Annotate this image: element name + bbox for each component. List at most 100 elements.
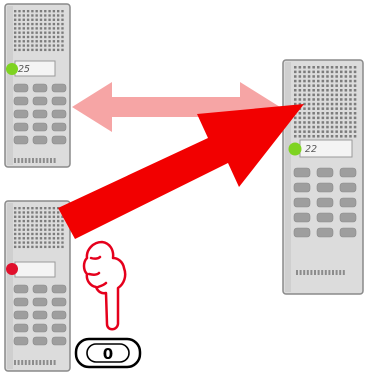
grille-hole <box>57 10 59 12</box>
mic-slot-line <box>32 360 34 365</box>
grille-hole <box>44 211 46 213</box>
grille-hole <box>345 135 348 138</box>
mic-slot-line <box>325 270 327 275</box>
keypad-key <box>294 198 310 207</box>
grille-hole <box>61 241 63 243</box>
grille-hole <box>23 40 25 42</box>
grille-hole <box>335 89 338 92</box>
grille-hole <box>354 89 357 92</box>
grille-hole <box>23 14 25 16</box>
grille-hole <box>61 14 63 16</box>
grille-hole <box>27 246 29 248</box>
grille-hole <box>322 80 325 83</box>
grille-hole <box>31 237 33 239</box>
grille-hole <box>345 107 348 110</box>
grille-hole <box>31 36 33 38</box>
grille-hole <box>326 80 329 83</box>
grille-hole <box>345 98 348 101</box>
keypad-key <box>294 183 310 192</box>
grille-hole <box>18 44 20 46</box>
grille-hole <box>312 121 315 124</box>
grille-hole <box>23 216 25 218</box>
mic-slot-line <box>54 360 56 365</box>
grille-hole <box>317 103 320 106</box>
grille-hole <box>36 229 38 231</box>
mic-slot-line <box>39 158 41 163</box>
grille-hole <box>14 14 16 16</box>
grille-hole <box>299 84 302 87</box>
keypad-key <box>33 97 47 105</box>
grille-hole <box>303 80 306 83</box>
grille-hole <box>322 89 325 92</box>
grille-hole <box>317 71 320 74</box>
grille-hole <box>294 71 297 74</box>
grille-hole <box>345 126 348 129</box>
grille-hole <box>61 32 63 34</box>
grille-hole <box>326 112 329 115</box>
mic-slot-line <box>318 270 320 275</box>
grille-hole <box>354 66 357 69</box>
grille-hole <box>36 44 38 46</box>
grille-hole <box>326 89 329 92</box>
grille-hole <box>331 89 334 92</box>
keypad-key <box>14 123 28 131</box>
key-label: 0 <box>103 345 113 363</box>
grille-hole <box>299 75 302 78</box>
mic-slot-line <box>314 270 316 275</box>
keypad-key <box>52 84 66 92</box>
grille-hole <box>354 126 357 129</box>
grille-hole <box>312 103 315 106</box>
grille-hole <box>335 117 338 120</box>
grille-hole <box>61 237 63 239</box>
grille-hole <box>322 130 325 133</box>
grille-hole <box>36 23 38 25</box>
pointing-hand-icon <box>84 242 125 329</box>
grille-hole <box>354 71 357 74</box>
keypad-key <box>33 110 47 118</box>
grille-hole <box>326 107 329 110</box>
mic-slot-line <box>25 360 27 365</box>
grille-hole <box>36 241 38 243</box>
grille-hole <box>322 117 325 120</box>
grille-hole <box>36 32 38 34</box>
grille-hole <box>299 80 302 83</box>
grille-hole <box>36 211 38 213</box>
grille-hole <box>44 237 46 239</box>
grille-hole <box>354 130 357 133</box>
grille-hole <box>335 130 338 133</box>
grille-hole <box>23 32 25 34</box>
grille-hole <box>317 126 320 129</box>
grille-hole <box>294 94 297 97</box>
grille-hole <box>40 27 42 29</box>
grille-hole <box>303 71 306 74</box>
grille-hole <box>61 27 63 29</box>
display-readout: 25 <box>18 64 30 75</box>
grille-hole <box>36 207 38 209</box>
grille-hole <box>14 241 16 243</box>
grille-hole <box>308 107 311 110</box>
grille-hole <box>326 103 329 106</box>
grille-hole <box>312 112 315 115</box>
grille-hole <box>44 229 46 231</box>
grille-hole <box>299 89 302 92</box>
grille-hole <box>36 14 38 16</box>
grille-hole <box>317 117 320 120</box>
grille-hole <box>299 94 302 97</box>
grille-hole <box>61 220 63 222</box>
grille-hole <box>317 66 320 69</box>
grille-hole <box>354 103 357 106</box>
keypad-key <box>52 324 66 332</box>
grille-hole <box>354 107 357 110</box>
grille-hole <box>31 246 33 248</box>
grille-hole <box>308 135 311 138</box>
grille-hole <box>14 40 16 42</box>
grille-hole <box>326 71 329 74</box>
grille-hole <box>27 211 29 213</box>
grille-hole <box>48 32 50 34</box>
grille-hole <box>48 220 50 222</box>
mic-slot-line <box>300 270 302 275</box>
keypad-key <box>33 311 47 319</box>
keypad-key <box>317 198 333 207</box>
grille-hole <box>27 23 29 25</box>
mic-slot-line <box>28 158 30 163</box>
